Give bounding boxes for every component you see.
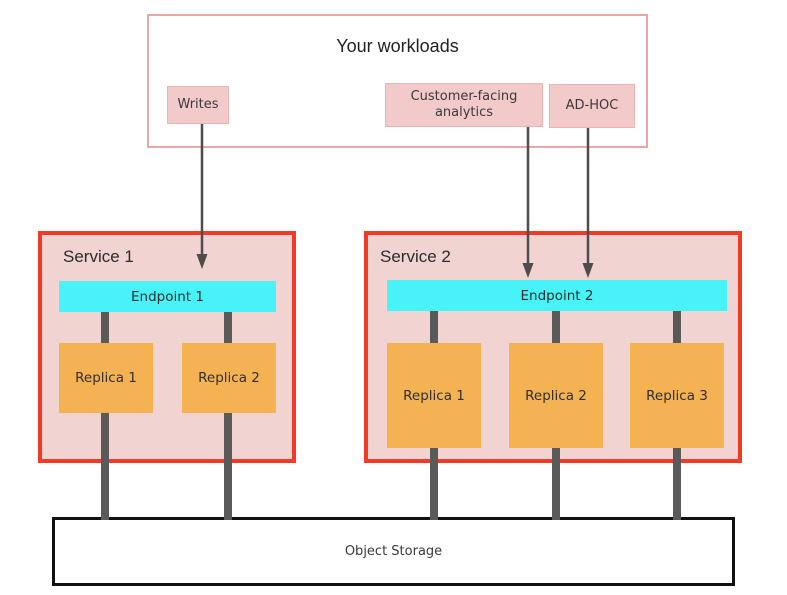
connector-s1replica2-storage (224, 408, 232, 520)
service-2-replica-3-label: Replica 3 (646, 387, 708, 404)
connector-s2replica2-storage (552, 440, 560, 520)
workload-writes-label: Writes (177, 96, 219, 112)
service-1-replica-2-label: Replica 2 (198, 370, 260, 386)
connector-endpoint2-replica3 (673, 308, 681, 346)
service-1-replica-2: Replica 2 (182, 343, 276, 413)
workload-analytics-label: Customer-facing analytics (410, 88, 518, 120)
service-1-endpoint-label: Endpoint 1 (131, 288, 204, 305)
service-2-title: Service 2 (380, 247, 451, 266)
object-storage-box: Object Storage (52, 517, 735, 586)
service-1-replica-1-label: Replica 1 (75, 370, 137, 386)
workloads-title: Your workloads (336, 36, 459, 56)
workload-analytics-box: Customer-facing analytics (385, 83, 543, 127)
service-2-replica-1: Replica 1 (387, 343, 481, 448)
service-2-replica-2-label: Replica 2 (525, 387, 587, 404)
service-1-title: Service 1 (63, 247, 134, 266)
service-1-replica-1: Replica 1 (59, 343, 153, 413)
service-2-replica-3: Replica 3 (630, 343, 724, 448)
connector-endpoint1-replica2 (224, 308, 232, 346)
connector-s2replica1-storage (430, 440, 438, 520)
object-storage-label: Object Storage (344, 544, 443, 559)
connector-s1replica1-storage (101, 408, 109, 520)
workload-writes-box: Writes (167, 86, 229, 124)
service-2-endpoint: Endpoint 2 (387, 280, 727, 311)
service-2-replica-1-label: Replica 1 (403, 387, 465, 404)
service-2-endpoint-label: Endpoint 2 (520, 287, 594, 304)
workload-adhoc-box: AD-HOC (549, 84, 635, 128)
connector-s2replica3-storage (673, 440, 681, 520)
connector-endpoint2-replica1 (430, 308, 438, 346)
connector-endpoint1-replica1 (101, 308, 109, 346)
service-1-endpoint: Endpoint 1 (59, 281, 276, 312)
workload-adhoc-label: AD-HOC (565, 97, 619, 113)
connector-endpoint2-replica2 (552, 308, 560, 346)
service-2-replica-2: Replica 2 (509, 343, 603, 448)
